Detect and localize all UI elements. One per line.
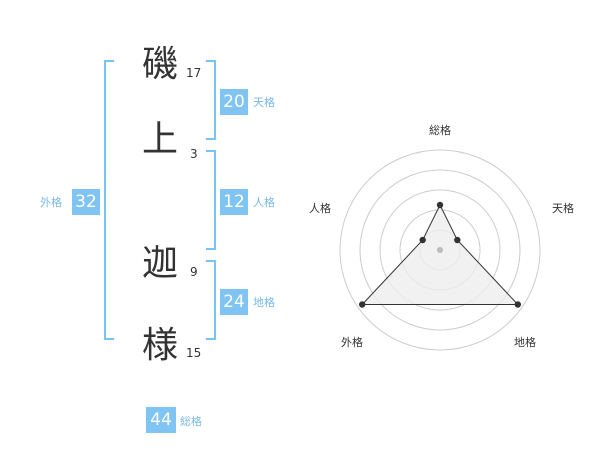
jinkaku-value: 12 (220, 189, 248, 215)
radar-ring (379, 189, 501, 311)
chikaku-bracket (206, 260, 216, 340)
chikaku-value: 24 (220, 289, 248, 315)
radar-point-1 (436, 201, 444, 209)
radar-axis-label-3: 地格 (514, 335, 536, 349)
jinkaku-bracket (206, 150, 216, 250)
stroke-count-4: 15 (186, 346, 202, 360)
stroke-count-2: 3 (190, 147, 198, 161)
stroke-count-3: 9 (190, 265, 198, 279)
radar-point-5 (419, 236, 426, 244)
radar-point-4 (358, 301, 366, 308)
radar-center (437, 247, 443, 253)
stroke-count-1: 17 (186, 66, 202, 80)
radar-axis-label-1: 総格 (429, 123, 451, 137)
radar-axis-label-5: 人格 (309, 201, 331, 215)
name-char-1: 磯 (141, 44, 178, 85)
name-char-2: 上 (141, 119, 178, 160)
jinkaku-label: 人格 (253, 196, 275, 209)
name-char-4: 様 (141, 325, 178, 366)
soukaku-value: 44 (146, 407, 176, 433)
gaikaku-bracket (104, 60, 114, 340)
radar-point-3 (514, 301, 522, 308)
radar-point-2 (454, 236, 461, 244)
tenkaku-label: 天格 (253, 96, 275, 109)
tenkaku-bracket (206, 60, 216, 140)
radar-axis-label-2: 天格 (552, 201, 574, 215)
radar-ring (359, 169, 521, 331)
radar-ring (339, 149, 541, 351)
chikaku-label: 地格 (253, 296, 275, 309)
gaikaku-value: 32 (72, 189, 100, 215)
soukaku-label: 総格 (180, 415, 202, 428)
gaikaku-label: 外格 (40, 196, 62, 209)
tenkaku-value: 20 (220, 89, 248, 115)
radar-axis-label-4: 外格 (341, 335, 363, 349)
radar-series-area (361, 203, 519, 305)
name-char-3: 迦 (141, 243, 178, 284)
